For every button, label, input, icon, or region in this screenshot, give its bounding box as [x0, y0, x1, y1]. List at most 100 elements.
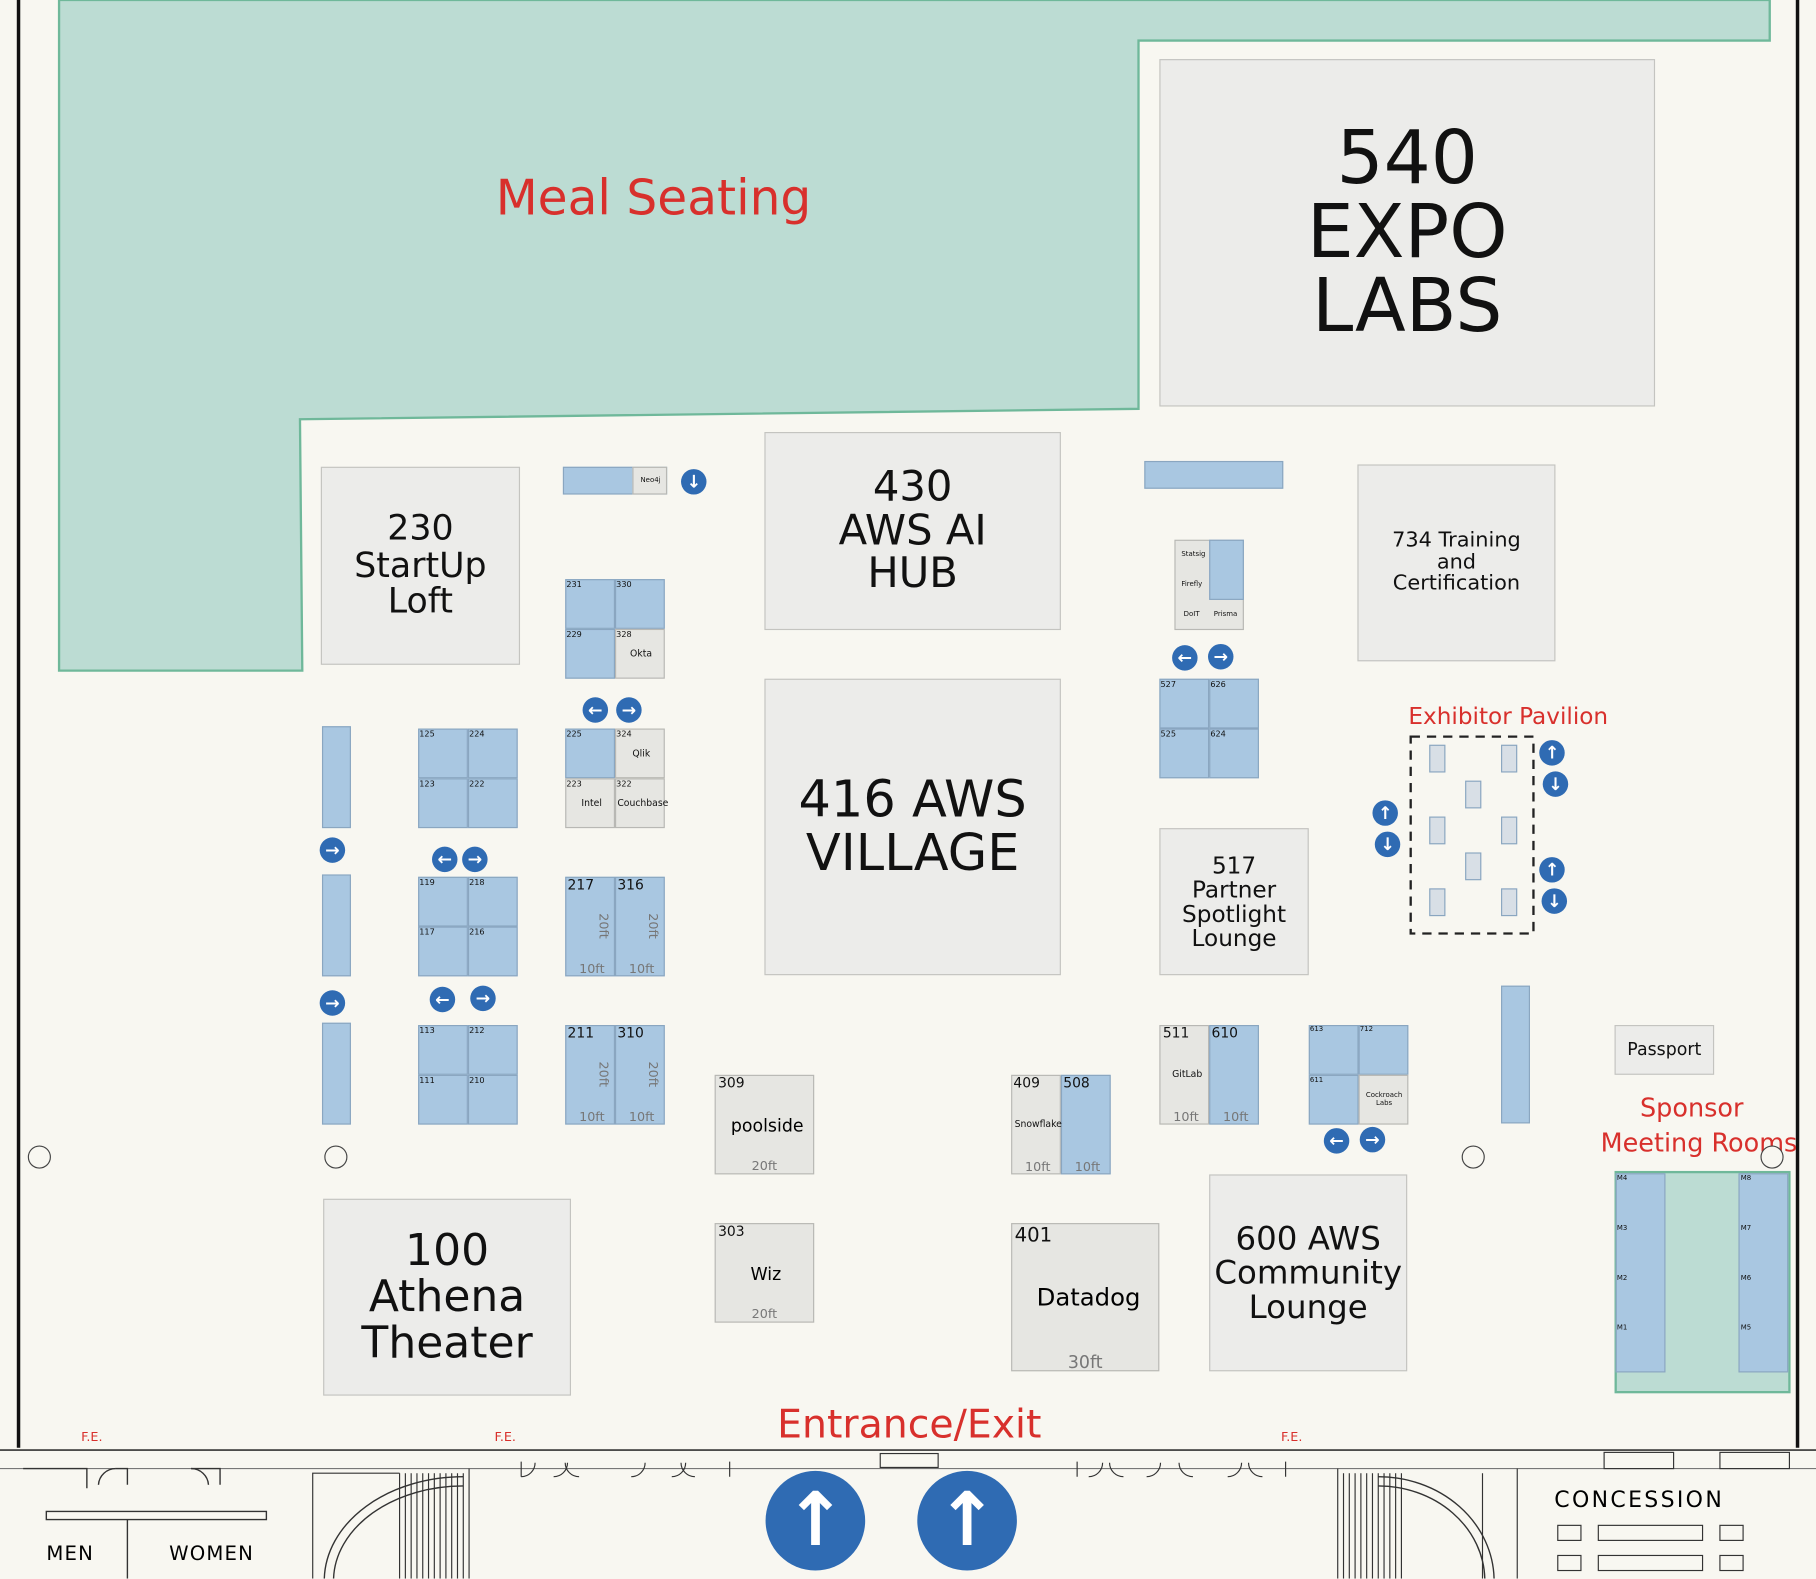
community-number: 600 AWS: [1235, 1219, 1381, 1258]
dim-label: 10ft: [628, 961, 655, 977]
expo-labs-name: EXPO: [1306, 189, 1508, 276]
booth-119[interactable]: [418, 876, 468, 927]
training-name-2: Certification: [1392, 571, 1521, 596]
booth-322[interactable]: [615, 778, 665, 829]
room-m4: M4: [1616, 1174, 1628, 1183]
booth-611[interactable]: [1308, 1074, 1359, 1125]
room-m1: M1: [1616, 1323, 1628, 1332]
booth-303[interactable]: [714, 1223, 815, 1323]
booth-626-number: 626: [1210, 679, 1226, 690]
expo-labs-room[interactable]: 540 EXPO LABS: [1159, 59, 1656, 407]
pavilion-kiosk[interactable]: [1429, 816, 1446, 845]
booth-525[interactable]: [1159, 728, 1210, 779]
pavilion-kiosk[interactable]: [1429, 744, 1446, 773]
training-room[interactable]: 734 Training and Certification: [1357, 464, 1556, 662]
pavilion-kiosk[interactable]: [1501, 888, 1518, 917]
booth-strip-left-1[interactable]: [321, 726, 351, 829]
sponsor-rooms-label: Sponsor: [1640, 1094, 1744, 1124]
booth-527[interactable]: [1159, 678, 1210, 729]
booth-712-number: 712: [1359, 1025, 1373, 1034]
pavilion-kiosk[interactable]: [1429, 888, 1446, 917]
arrow-left-icon: ←: [1323, 1128, 1350, 1154]
booth-508[interactable]: [1060, 1074, 1111, 1175]
startup-loft-name-2: Loft: [387, 581, 454, 623]
booth-229[interactable]: [565, 628, 616, 679]
booth-123-number: 123: [419, 779, 435, 789]
community-lounge-room[interactable]: 600 AWS Community Lounge: [1209, 1174, 1408, 1372]
booth-310[interactable]: [615, 1025, 665, 1125]
booth-231[interactable]: [565, 579, 616, 629]
booth-strip-top-right[interactable]: [1144, 460, 1284, 489]
booth-223[interactable]: [565, 778, 616, 829]
arrow-up-icon: ↑: [1539, 857, 1565, 883]
booth-cluster-blue[interactable]: [1209, 539, 1244, 600]
booth-strip-left-2[interactable]: [321, 874, 351, 977]
startup-loft-room[interactable]: 230 StartUp Loft: [320, 466, 521, 665]
arrow-right-icon: →: [470, 985, 496, 1012]
booth-216[interactable]: [467, 926, 518, 977]
booth-neo4j[interactable]: [632, 466, 668, 495]
passport-label: Passport: [1627, 1038, 1702, 1060]
booth-613[interactable]: [1308, 1025, 1359, 1075]
booth-409-name: Snowflake: [1014, 1118, 1062, 1130]
booth-401[interactable]: [1011, 1223, 1160, 1372]
booth-113[interactable]: [418, 1025, 468, 1075]
booth-309[interactable]: [714, 1074, 815, 1175]
sponsor-rooms-left[interactable]: [1615, 1173, 1666, 1373]
sponsor-rooms-right[interactable]: [1738, 1173, 1789, 1373]
dim-label: 20ft: [645, 913, 661, 939]
arrow-right-icon: →: [1208, 643, 1234, 670]
passport-booth[interactable]: Passport: [1614, 1025, 1715, 1075]
arrow-right-icon: →: [319, 990, 346, 1016]
athena-theater-room[interactable]: 100 Athena Theater: [323, 1198, 571, 1396]
booth-123[interactable]: [418, 778, 468, 829]
booth-212[interactable]: [467, 1025, 518, 1075]
pavilion-kiosk[interactable]: [1465, 852, 1482, 881]
booth-511[interactable]: [1159, 1025, 1210, 1125]
booth-224[interactable]: [467, 728, 518, 779]
booth-222[interactable]: [467, 778, 518, 829]
arrow-right-icon: →: [462, 846, 488, 873]
booth-324[interactable]: [615, 728, 665, 779]
booth-111[interactable]: [418, 1074, 468, 1125]
women-restroom-label: WOMEN: [169, 1542, 255, 1566]
aws-village-room[interactable]: 416 AWS VILLAGE: [764, 678, 1061, 976]
booth-225[interactable]: [565, 728, 616, 779]
booth-710-name: Cockroach Labs: [1365, 1091, 1403, 1108]
ai-hub-room[interactable]: 430 AWS AI HUB: [764, 432, 1061, 631]
booth-710[interactable]: [1358, 1074, 1409, 1125]
startup-loft-name: StartUp: [354, 545, 487, 586]
booth-328[interactable]: [615, 628, 665, 679]
dim-label: 20ft: [645, 1061, 661, 1087]
booth-316-number: 316: [617, 876, 644, 893]
booth-508-number: 508: [1063, 1074, 1090, 1092]
entrance-arrow-icon[interactable]: ↑: [917, 1470, 1017, 1571]
partner-lounge-room[interactable]: 517 Partner Spotlight Lounge: [1159, 828, 1309, 976]
pavilion-kiosk[interactable]: [1501, 816, 1518, 845]
pavilion-kiosk[interactable]: [1465, 780, 1482, 809]
booth-210[interactable]: [467, 1074, 518, 1125]
booth-316[interactable]: [615, 876, 665, 977]
booth-330[interactable]: [615, 579, 665, 629]
booth-217[interactable]: [565, 876, 616, 977]
booth-324-number: 324: [616, 729, 632, 739]
booth-624[interactable]: [1209, 728, 1259, 779]
room-m8: M8: [1740, 1174, 1752, 1183]
booth-218[interactable]: [467, 876, 518, 927]
booth-117[interactable]: [418, 926, 468, 977]
booth-125[interactable]: [418, 728, 468, 779]
booth-610[interactable]: [1209, 1025, 1259, 1125]
dim-label: 10ft: [579, 961, 605, 977]
booth-626[interactable]: [1209, 678, 1259, 729]
pavilion-kiosk[interactable]: [1501, 744, 1518, 773]
training-name: and: [1436, 549, 1477, 574]
booth-strip-right[interactable]: [1501, 985, 1530, 1124]
booth-527-number: 527: [1160, 679, 1177, 690]
booth-strip-left-3[interactable]: [321, 1022, 351, 1125]
arrow-left-icon: ←: [432, 846, 458, 873]
booth-211[interactable]: [565, 1025, 616, 1125]
entrance-arrow-icon[interactable]: ↑: [765, 1470, 866, 1571]
arrow-down-icon: ↓: [1542, 771, 1569, 797]
booth-409[interactable]: [1011, 1074, 1061, 1175]
booth-712[interactable]: [1358, 1025, 1409, 1075]
